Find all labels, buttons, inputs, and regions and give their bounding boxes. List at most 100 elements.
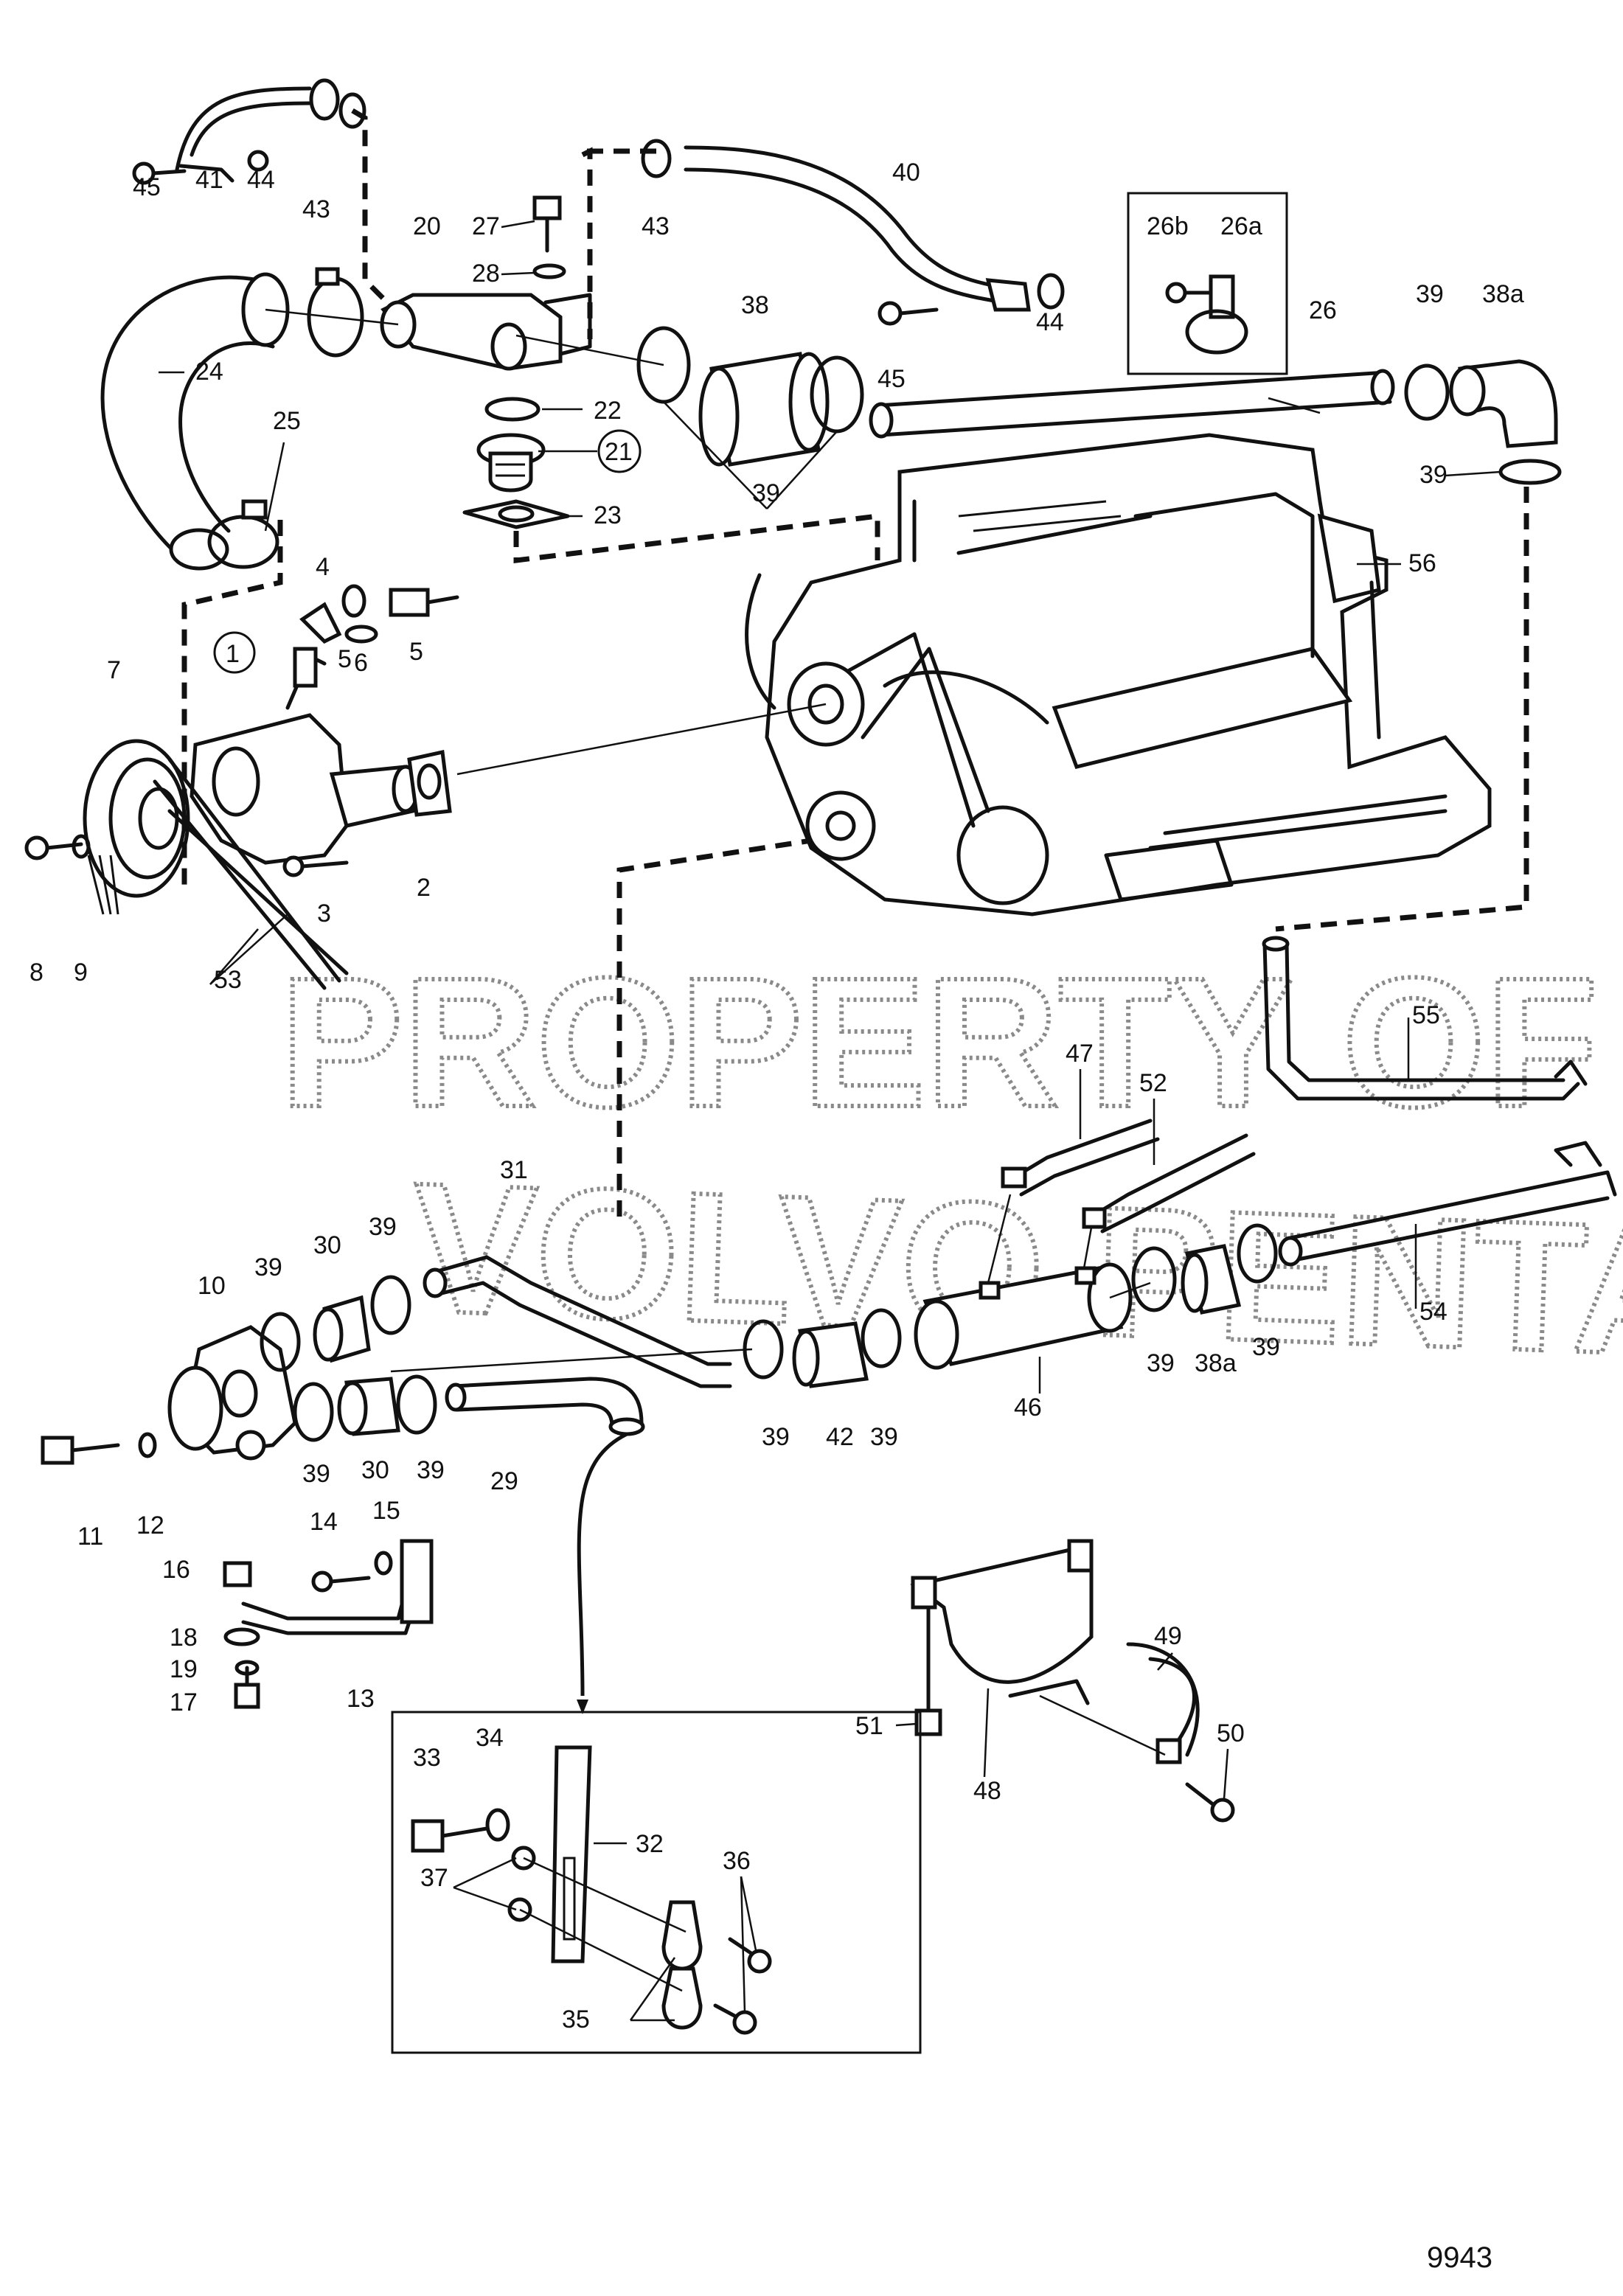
- callout-26b: 26b: [1147, 212, 1189, 240]
- connections: [181, 108, 1529, 1217]
- callout-44-right: 44: [1036, 308, 1064, 336]
- clamp-39-mid: [1498, 459, 1562, 485]
- hose-30-upper: [313, 1295, 371, 1363]
- callout-48: 48: [973, 1777, 1001, 1805]
- label-ticks: [159, 220, 1501, 2022]
- pipe-54: [1278, 1141, 1617, 1267]
- leaders: [265, 308, 1321, 1992]
- washer-15: [374, 1551, 393, 1576]
- callout-43-left: 43: [302, 195, 330, 223]
- hose-38a-lower: [1181, 1244, 1242, 1315]
- callout-30-lower: 30: [361, 1456, 389, 1484]
- washer-18: [223, 1627, 260, 1646]
- callout-45-right: 45: [877, 365, 906, 393]
- callout-39-m1: 39: [762, 1423, 790, 1451]
- water-pump-1: [190, 654, 420, 865]
- callout-47: 47: [1066, 1040, 1094, 1068]
- inset-32-37: [391, 1711, 922, 2054]
- callout-39-l1: 39: [254, 1253, 282, 1281]
- callout-29: 29: [490, 1467, 518, 1495]
- hose-30-lower: [337, 1377, 400, 1436]
- washer-12: [138, 1432, 157, 1458]
- drawing-number: 9943: [1427, 2241, 1492, 2274]
- filter-46: [914, 1262, 1133, 1370]
- bolt-27: [532, 195, 562, 253]
- bolt-45-right: [877, 301, 939, 326]
- gasket-23: [462, 499, 570, 529]
- washer-9: [72, 834, 91, 859]
- elbow-4: [299, 584, 366, 644]
- clamp-25-lower: [207, 499, 279, 569]
- callout-14: 14: [310, 1508, 338, 1536]
- callout-1: 1: [226, 640, 240, 668]
- callout-40: 40: [892, 159, 920, 187]
- callout-41: 41: [195, 166, 223, 194]
- clamp-25-upper: [307, 267, 364, 358]
- callout-24: 24: [195, 358, 223, 386]
- callout-2: 2: [417, 874, 431, 902]
- callout-49: 49: [1154, 1622, 1182, 1650]
- pipe-26: [869, 369, 1395, 439]
- pipe-31: [423, 1255, 732, 1388]
- callout-22: 22: [594, 397, 622, 425]
- callout-46: 46: [1014, 1394, 1042, 1422]
- gasket-22: [484, 397, 541, 422]
- callout-3: 3: [317, 900, 331, 928]
- callout-52: 52: [1139, 1069, 1167, 1097]
- callout-12: 12: [136, 1511, 164, 1540]
- callout-33: 33: [413, 1744, 441, 1772]
- callout-39-r2: 39: [1252, 1333, 1280, 1361]
- bracket-48: [910, 1539, 1094, 1705]
- inset-26: [1127, 192, 1288, 375]
- hose-24: [100, 272, 290, 571]
- callout-39-l4: 39: [417, 1456, 445, 1484]
- callout-38: 38: [741, 291, 769, 319]
- clamp-39-l3: [293, 1382, 334, 1442]
- hose-52: [1082, 1133, 1256, 1234]
- callout-35: 35: [562, 2005, 590, 2034]
- callout-16: 16: [162, 1556, 190, 1584]
- clamp-39-m2: [861, 1308, 902, 1368]
- callout-51: 51: [855, 1712, 883, 1740]
- callout-13: 13: [347, 1685, 375, 1713]
- bracket-13: [241, 1539, 434, 1635]
- callout-28: 28: [472, 260, 500, 288]
- fitting-5-upper: [389, 588, 459, 617]
- callout-30-upper: 30: [313, 1231, 341, 1259]
- clamp-39-r1: [1131, 1246, 1177, 1312]
- callout-labels: 1 2 3 4 5 5 6 7 8 9 10 11 12 13 14 15 16…: [29, 159, 1524, 2034]
- bolt-11: [41, 1436, 120, 1465]
- callout-42: 42: [826, 1423, 854, 1451]
- callout-54: 54: [1419, 1298, 1448, 1326]
- callout-17: 17: [170, 1688, 198, 1716]
- callout-45-left: 45: [133, 173, 161, 201]
- bolt-17: [234, 1666, 260, 1709]
- pulley-7: [83, 739, 190, 915]
- callout-38a-top: 38a: [1482, 280, 1524, 308]
- sleeve-16: [223, 1561, 252, 1587]
- callout-36: 36: [723, 1847, 751, 1875]
- clamp-39-r2: [1237, 1223, 1278, 1284]
- engine-56: [745, 433, 1492, 916]
- callout-23: 23: [594, 501, 622, 529]
- callout-50: 50: [1217, 1719, 1245, 1747]
- hose-47: [1001, 1119, 1160, 1197]
- elbow-38a-top: [1449, 359, 1558, 448]
- clamp-39-top-right: [1404, 363, 1450, 421]
- callout-32: 32: [636, 1830, 664, 1858]
- callout-38a-lower: 38a: [1195, 1349, 1237, 1377]
- bolt-50: [1185, 1782, 1235, 1823]
- callout-18: 18: [170, 1624, 198, 1652]
- arrow-head: [577, 1700, 588, 1714]
- callout-26: 26: [1309, 296, 1337, 324]
- callout-19: 19: [170, 1655, 198, 1683]
- pipe-55: [1262, 936, 1588, 1101]
- callout-21: 21: [605, 438, 633, 466]
- callout-4: 4: [316, 553, 330, 581]
- bolt-3: [282, 855, 349, 877]
- callout-39-l2: 39: [369, 1213, 397, 1241]
- pipe-29: [445, 1377, 645, 1436]
- callout-55: 55: [1412, 1001, 1440, 1029]
- callout-39-top: 39: [752, 479, 780, 507]
